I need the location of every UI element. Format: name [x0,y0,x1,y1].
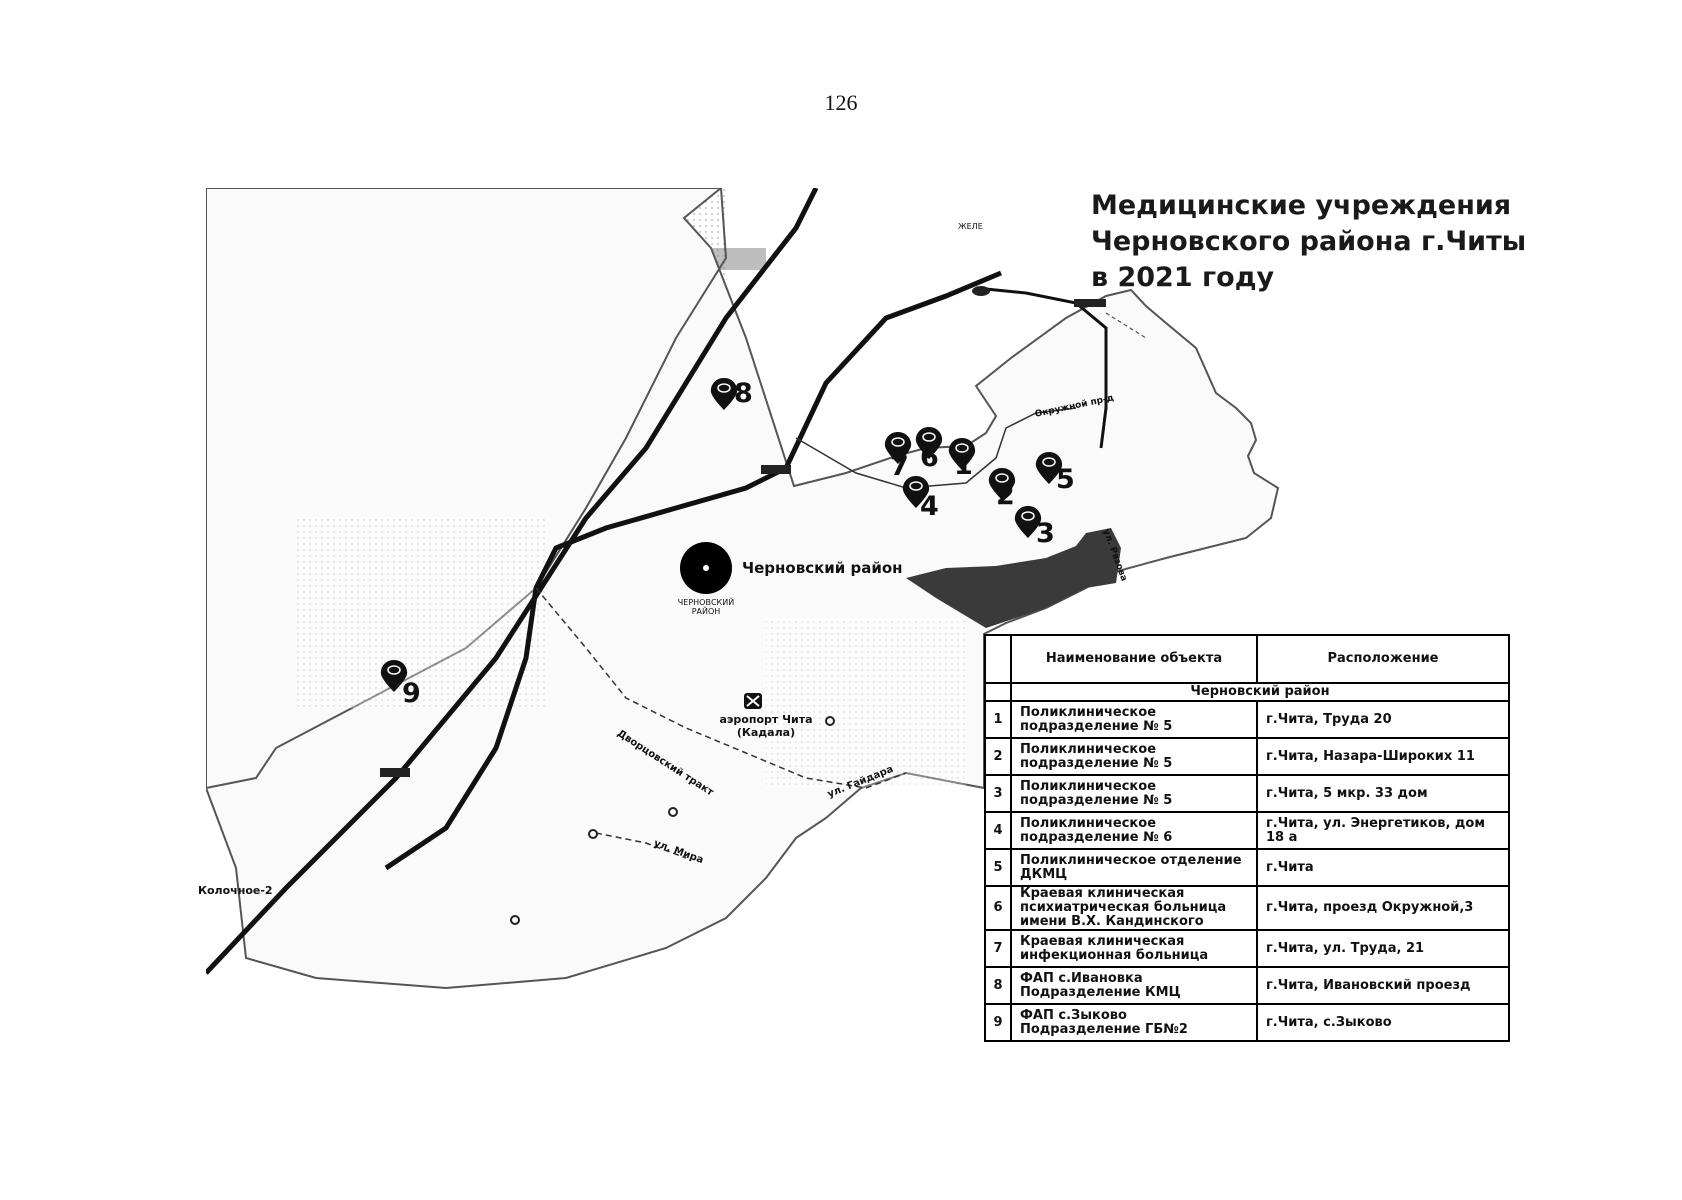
legend-row: 3 Поликлиническое подразделение № 5 г.Чи… [984,774,1510,813]
poi-circle [668,807,678,817]
legend-row-num: 6 [984,885,1012,931]
map-title-line: Медицинские учреждения [1091,190,1512,221]
legend-header-row: Наименование объекта Расположение [984,634,1510,684]
legend-row: 9 ФАП с.Зыково Подразделение ГБ№2 г.Чита… [984,1003,1510,1042]
pin-label-8: 8 [734,378,753,409]
map-title-line: Черновского района г.Читы [1091,226,1527,257]
legend-row-name: Поликлиническое подразделение № 5 [1010,737,1258,776]
dashed-road [535,587,907,789]
pin-label-7: 7 [890,451,909,482]
legend-row-name: Поликлиническое подразделение № 5 [1010,774,1258,813]
district-label: Черновский район [742,559,903,577]
lake [906,528,1121,628]
legend-row-location: г.Чита, Назара-Широких 11 [1256,737,1510,776]
district-caption: ЧЕРНОВСКИЙ РАЙОН [677,598,735,616]
pin-label-5: 5 [1056,464,1075,495]
legend-row-num: 3 [984,774,1012,813]
pin-1-icon [948,438,976,470]
place-label-top: ЖЕЛЕ [958,222,983,231]
road-marker-sw [380,768,410,777]
legend-row-name: Краевая клиническая психиатрическая боль… [1010,885,1258,931]
poi-circle [825,716,835,726]
legend-row: 6 Краевая клиническая психиатрическая бо… [984,885,1510,931]
legend-section-title: Черновский район [1010,682,1510,702]
poi-circle [588,829,598,839]
legend-row-name: ФАП с.Ивановка Подразделение КМЦ [1010,966,1258,1005]
pin-7-icon [884,432,912,464]
legend-row-num: 8 [984,966,1012,1005]
page-number: 126 [824,90,858,115]
legend-row: 7 Краевая клиническая инфекционная больн… [984,929,1510,968]
legend-row-num: 4 [984,811,1012,850]
rail-line [1105,312,1147,339]
pin-label-9: 9 [402,678,421,709]
pin-9-icon [380,660,408,692]
pin-2-icon [988,468,1016,500]
legend-row-location: г.Чита, ул. Энергетиков, дом 18 а [1256,811,1510,850]
main-road-east [975,286,1108,449]
legend-section-empty [984,682,1012,702]
legend-row-num: 9 [984,1003,1012,1042]
legend-row-location: г.Чита, Ивановский проезд [1256,966,1510,1005]
urban-texture-2 [766,618,966,788]
legend-header-num [984,634,1012,684]
junction-marker [972,286,990,296]
dashed-road-2 [595,832,687,859]
main-road-west [206,188,819,975]
legend-row-location: г.Чита, с.Зыково [1256,1003,1510,1042]
legend-row-location: г.Чита [1256,848,1510,887]
legend-row-name: ФАП с.Зыково Подразделение ГБ№2 [1010,1003,1258,1042]
pin-label-4: 4 [920,491,939,522]
secondary-road [795,407,1077,489]
pin-3-icon [1014,506,1042,538]
legend-row-name: Краевая клиническая инфекционная больниц… [1010,929,1258,968]
urban-texture [296,518,546,708]
road-marker-ne [1074,299,1106,307]
main-road-center [384,270,1002,871]
pin-4-icon [902,476,930,508]
legend-row-num: 1 [984,700,1012,739]
map-title-line: в 2021 году [1091,262,1275,293]
pin-label-1: 1 [954,450,973,481]
legend-row: 5 Поликлиническое отделение ДКМЦ г.Чита [984,848,1510,887]
district-boundary [206,188,1280,990]
legend-section-row: Черновский район [984,682,1510,702]
legend-row-name: Поликлиническое подразделение № 6 [1010,811,1258,850]
legend-row: 8 ФАП с.Ивановка Подразделение КМЦ г.Чит… [984,966,1510,1005]
legend-row-name: Поликлиническое отделение ДКМЦ [1010,848,1258,887]
legend-row-location: г.Чита, Труда 20 [1256,700,1510,739]
pin-label-3: 3 [1036,518,1055,549]
map-title: Медицинские учреждения Черновского район… [1091,188,1527,296]
legend-row: 2 Поликлиническое подразделение № 5 г.Чи… [984,737,1510,776]
pin-6-icon [915,427,943,459]
legend-row: 1 Поликлиническое подразделение № 5 г.Чи… [984,700,1510,739]
legend-header-location: Расположение [1256,634,1510,684]
pin-8-icon [710,378,738,410]
legend-header-name: Наименование объекта [1010,634,1258,684]
legend-row: 4 Поликлиническое подразделение № 6 г.Чи… [984,811,1510,850]
legend-row-num: 2 [984,737,1012,776]
legend-row-location: г.Чита, проезд Окружной,3 [1256,885,1510,931]
pin-5-icon [1035,452,1063,484]
legend-row-location: г.Чита, 5 мкр. 33 дом [1256,774,1510,813]
map-canvas [206,188,1280,990]
legend-row-location: г.Чита, ул. Труда, 21 [1256,929,1510,968]
legend-row-num: 5 [984,848,1012,887]
district-map: Медицинские учреждения Черновского район… [198,188,1527,1050]
pin-label-6: 6 [920,442,939,473]
legend-table: Наименование объекта Расположение Чернов… [984,634,1510,1042]
place-label-kolochnoe: Колочное-2 [198,884,273,897]
airport-label: аэропорт Чита (Кадала) [719,713,813,739]
legend-row-num: 7 [984,929,1012,968]
road-marker-center [761,465,791,474]
poi-circle [510,915,520,925]
legend-row-name: Поликлиническое подразделение № 5 [1010,700,1258,739]
pin-label-2: 2 [996,480,1015,511]
